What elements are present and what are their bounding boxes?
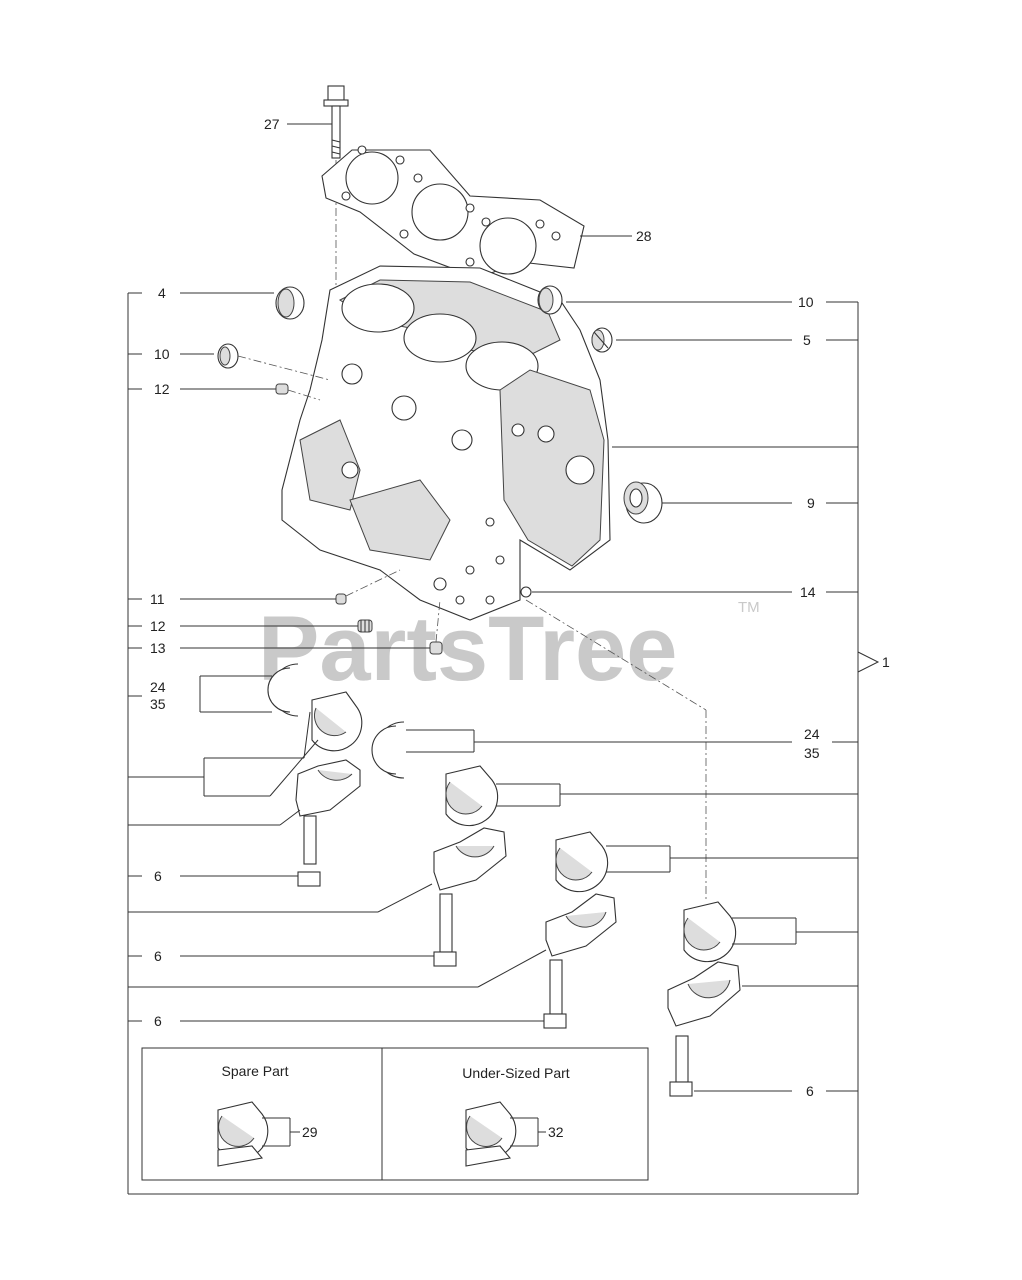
undersized-part-title: Under-Sized Part [462,1065,569,1081]
main-bearing-2[interactable] [445,765,499,827]
callout-10-left: 10 [154,346,170,362]
plug-4[interactable] [275,286,305,320]
plug-12-lower[interactable] [357,619,373,633]
callout-12-upper: 12 [154,381,170,397]
thrust-washer-right[interactable] [371,721,405,779]
plug-13[interactable] [429,641,443,655]
plug-5[interactable] [591,327,613,353]
callout-35-left: 35 [150,696,166,712]
callout-10-right: 10 [798,294,814,310]
plug-10-right[interactable] [537,285,563,315]
callout-1: 1 [882,654,890,670]
callout-9: 9 [807,495,815,511]
plug-14[interactable] [520,586,532,598]
callout-24-left: 24 [150,679,166,695]
bearing-cap-2[interactable] [433,827,507,967]
main-bearing-1[interactable] [311,691,363,752]
callout-5: 5 [803,332,811,348]
callout-14: 14 [800,584,816,600]
watermark-trademark: TM [738,599,760,616]
undersized-bearing-32[interactable] [465,1101,517,1167]
bearing-cap-1[interactable] [295,759,361,887]
callout-12-lower: 12 [150,618,166,634]
callout-32: 32 [548,1124,564,1140]
callout-28: 28 [636,228,652,244]
bearing-cap-4[interactable] [667,961,741,1097]
thrust-washer-left[interactable] [267,663,299,717]
callout-11: 11 [150,591,165,607]
plug-12-upper[interactable] [275,383,289,395]
callout-4: 4 [158,285,166,301]
cylinder-block[interactable] [281,265,611,621]
bearing-cap-3[interactable] [543,893,617,1029]
main-bearing-3[interactable] [555,831,609,893]
callout-6-a: 6 [154,868,162,884]
spare-bearing-29[interactable] [217,1101,269,1167]
spare-part-title: Spare Part [222,1063,289,1079]
callout-29: 29 [302,1124,318,1140]
main-bearing-4[interactable] [683,901,737,963]
spare-parts-box [141,1047,649,1181]
callout-24-right: 24 [804,726,820,742]
callout-6-b: 6 [154,948,162,964]
head-bolt-27[interactable] [323,85,349,159]
bushing-9[interactable] [623,481,663,524]
callout-27: 27 [264,116,280,132]
head-gasket-28[interactable] [321,145,585,279]
plug-10-left[interactable] [217,343,239,369]
callout-6-c: 6 [154,1013,162,1029]
callout-35-right: 35 [804,745,820,761]
plug-11[interactable] [335,593,347,605]
callout-13: 13 [150,640,166,656]
callout-6-d: 6 [806,1083,814,1099]
